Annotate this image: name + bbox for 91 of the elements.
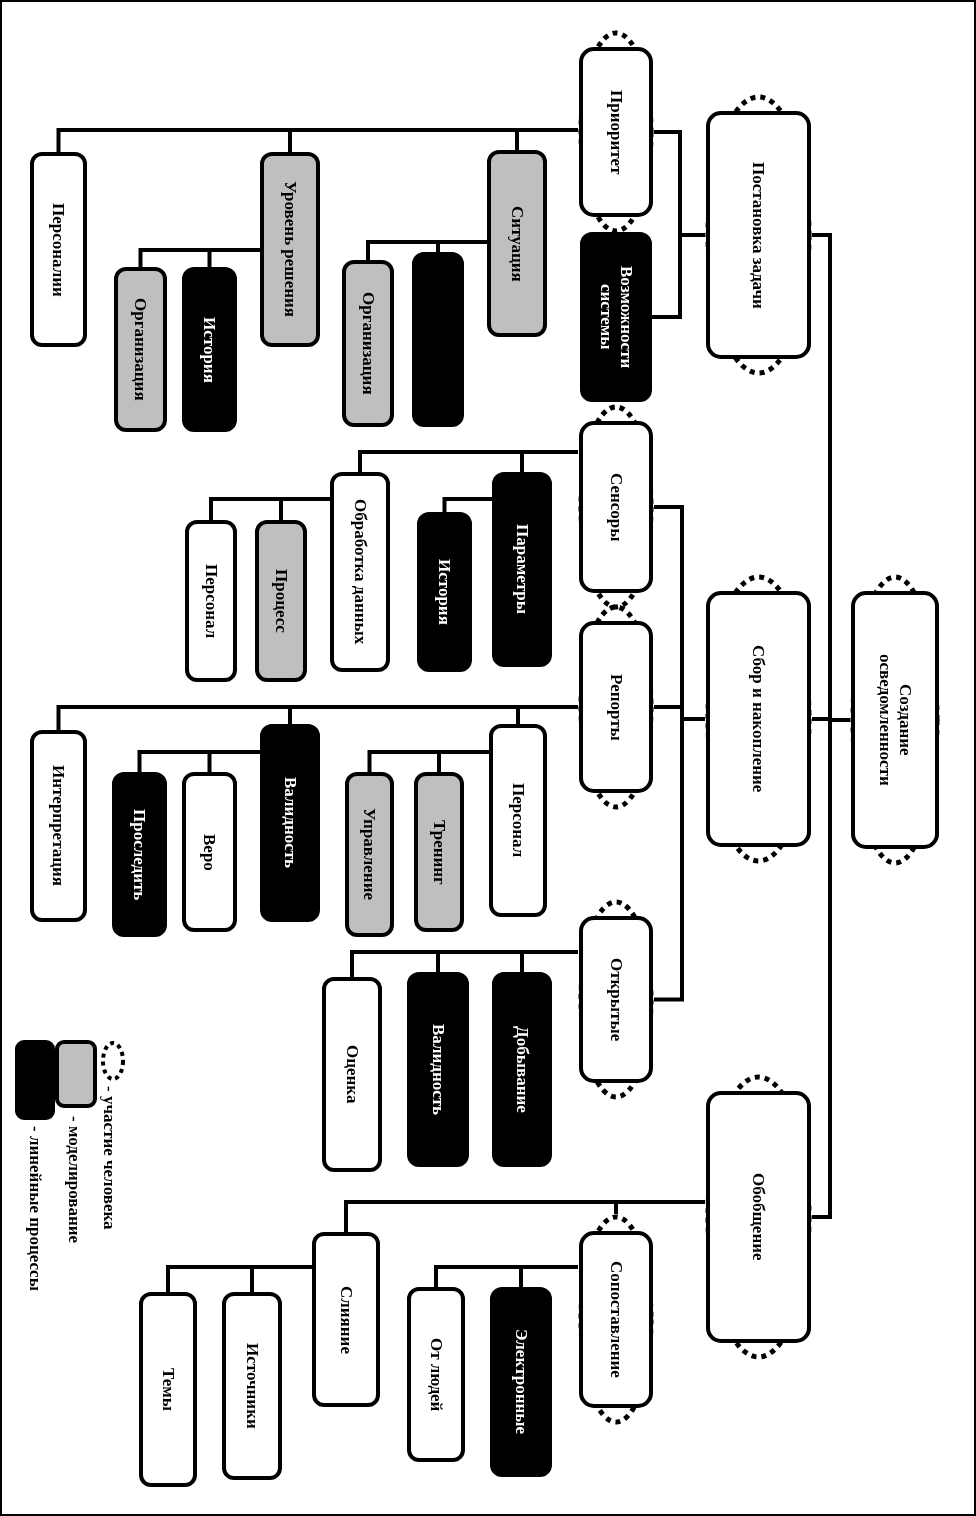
connector-line [812,718,850,1219]
node-label: Электронные [511,1329,531,1435]
linear-process-box [580,232,652,402]
connector-line [437,750,489,772]
node-label: Открытые [606,957,626,1042]
modeling-box [255,520,307,682]
process-box [322,977,382,1172]
node-label: Персонал [201,563,221,639]
modeling-box [260,152,320,347]
process-box [407,1287,465,1462]
modeling-box [345,772,394,937]
node-label: Источники [242,1343,262,1429]
dotted-ellipse-box [578,1214,654,1425]
linear-process-box [182,267,237,432]
node-label: Тренинг [429,819,449,885]
node-label: Проследить [129,808,150,901]
node-label: Управление [359,808,380,901]
node-label: От людей [426,1337,446,1412]
node-label: Возможности системы [596,264,636,371]
modeling-box [342,260,394,427]
node-label: Темы [158,1367,178,1412]
node-label: Валидность [428,1023,448,1116]
node-label: Персонал [508,783,528,858]
linear-process-box [260,724,320,922]
connector-line [279,497,330,520]
modeling-box [487,150,547,337]
connector-line [207,750,260,772]
process-box [330,472,390,672]
dotted-ellipse-box [578,30,654,234]
node-label: Оценка [342,1045,362,1104]
connector-line [520,950,578,972]
node-label: История [434,559,455,625]
filled-box [412,252,464,427]
modeling-box [114,267,167,432]
node-label: Создание осведомленности [875,653,915,788]
process-box [30,730,87,922]
node-label: Обобщение [748,1173,769,1261]
node-label: Уровень решения [280,181,300,318]
node-label: Валидность [280,777,300,869]
node-label: Интерпретация [48,765,69,887]
connector-line [436,240,487,252]
legend-label: - моделирование [66,1116,83,1244]
connector-line [207,248,260,267]
legend-label: - линейные процессы [27,1126,44,1291]
node-label: История [199,316,220,383]
process-box [139,1292,197,1487]
dotted-ellipse-box [850,574,940,866]
linear-process-box [112,772,167,937]
node-label: Сбор и накопление [748,645,769,793]
connector-line [166,1265,312,1292]
linear-process-box [492,472,552,667]
node-label: Добывание [512,1026,532,1113]
dotted-ellipse-box [578,404,654,610]
node-label: Ситуация [507,205,527,282]
node-label: Слияние [336,1285,356,1354]
dotted-ellipse-box [578,899,654,1100]
connector-line [434,1265,578,1287]
process-box [182,772,237,932]
connector-line [652,233,705,319]
connector-line [520,450,578,472]
node-label: Организация [130,298,151,401]
node-label: Параметры [512,524,532,615]
node-label: Приоритет [606,89,626,175]
connector-line [516,705,578,724]
dotted-ellipse-box [705,574,812,864]
node-label: Персоналии [48,202,69,297]
dotted-ellipse-box [705,1074,812,1360]
linear-process-box [490,1287,552,1477]
process-box [312,1232,380,1407]
dotted-ellipse-box [705,94,812,376]
node-label: Процесс [271,569,291,633]
process-box [30,152,87,347]
process-box [489,724,547,917]
process-box [185,520,237,682]
node-label: Обработка данных [350,499,370,645]
connector-line [344,1200,705,1232]
connector-line [515,128,578,150]
node-label: Веро [199,833,220,871]
linear-process-box [417,512,472,672]
connector-line [442,497,492,512]
node-label: Организация [358,292,378,395]
modeling-box [414,772,464,932]
legend-label: - участие человека [101,1086,118,1230]
linear-process-box [407,972,469,1167]
dotted-ellipse-box [578,604,654,810]
node-label: Постановка задачи [748,161,769,309]
node-label: Репорты [606,673,626,741]
node-label: Сопоставление [606,1261,626,1378]
linear-process-box [492,972,552,1167]
process-box [222,1292,282,1480]
node-label: Сенсоры [606,472,626,542]
